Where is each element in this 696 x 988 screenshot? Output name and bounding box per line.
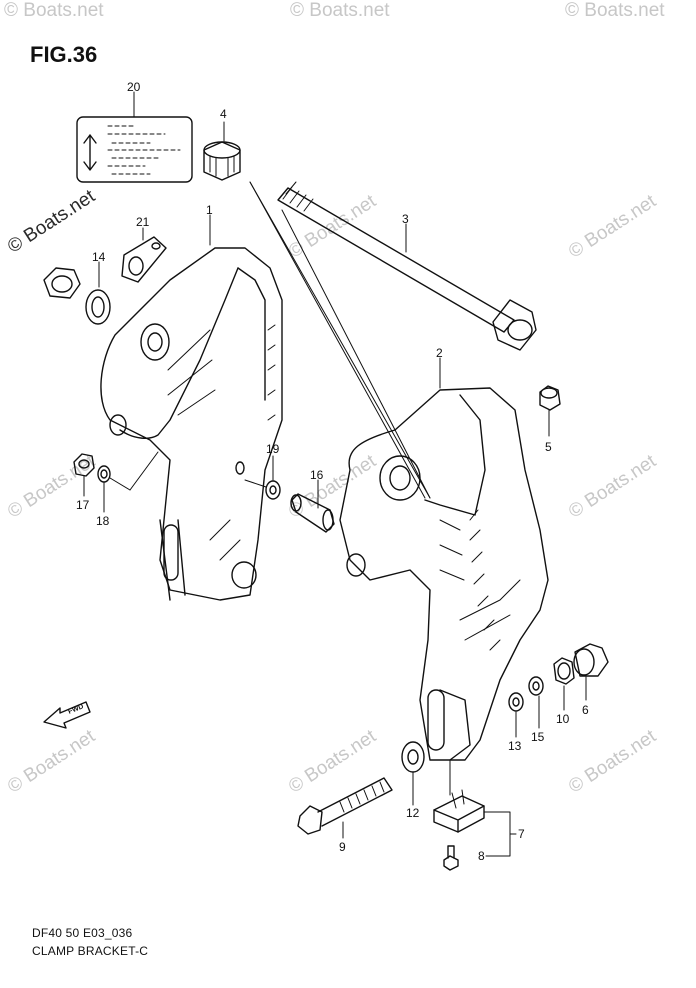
- clamp-bracket-right-part-2: [339, 387, 549, 761]
- callout-9: 9: [339, 840, 346, 854]
- callout-17: 17: [76, 498, 90, 512]
- callout-20: 20: [127, 80, 141, 94]
- washer-part-14: [85, 289, 111, 325]
- pin-part-16: [290, 493, 335, 533]
- washer-part-13: [508, 692, 524, 712]
- callout-3: 3: [402, 212, 409, 226]
- nut-part: [43, 267, 81, 299]
- cap-part-6: [573, 643, 609, 677]
- block-part-7: [433, 789, 485, 833]
- washer-part-18: [97, 465, 111, 483]
- nut-part-17: [73, 453, 95, 477]
- tilt-arrow-decal-icon: [83, 134, 97, 171]
- figure-title: FIG.36: [30, 42, 98, 67]
- callout-10: 10: [556, 712, 570, 726]
- washer-part-12: [401, 741, 425, 773]
- clamp-bracket-left-part-1: [100, 247, 283, 601]
- callout-8: 8: [478, 849, 485, 863]
- plate-part-21: [121, 236, 167, 283]
- callout-21: 21: [136, 215, 150, 229]
- nut-part-10: [553, 657, 575, 685]
- alignment-line: [249, 181, 431, 499]
- washer-part-19: [265, 480, 281, 500]
- callout-18: 18: [96, 514, 110, 528]
- callout-19: 19: [266, 442, 280, 456]
- callout-15: 15: [531, 730, 545, 744]
- callout-14: 14: [92, 250, 106, 264]
- callout-16: 16: [310, 468, 324, 482]
- cap-part-5: [539, 385, 561, 411]
- through-bolt-part-3: [277, 181, 537, 351]
- section-name: CLAMP BRACKET-C: [32, 944, 149, 958]
- watermark: © Boats.net: [4, 0, 104, 21]
- watermark: © Boats.net: [565, 0, 665, 21]
- callout-1: 1: [206, 203, 213, 217]
- fwd-arrow-icon: [43, 701, 91, 729]
- washer-part-15: [528, 676, 544, 696]
- leader-7: [483, 811, 511, 857]
- bolt-part-9: [297, 777, 393, 835]
- screw-part-8: [443, 845, 459, 871]
- watermark: © Boats.net: [290, 0, 390, 21]
- callout-4: 4: [220, 107, 227, 121]
- bushing-part-4: [203, 141, 241, 181]
- callout-13: 13: [508, 739, 522, 753]
- label-decal-part-20: [76, 116, 193, 183]
- callout-12: 12: [406, 806, 420, 820]
- callout-6: 6: [582, 703, 589, 717]
- callout-2: 2: [436, 346, 443, 360]
- callout-7: 7: [518, 827, 525, 841]
- callout-5: 5: [545, 440, 552, 454]
- model-code: DF40 50 E03_036: [32, 926, 133, 940]
